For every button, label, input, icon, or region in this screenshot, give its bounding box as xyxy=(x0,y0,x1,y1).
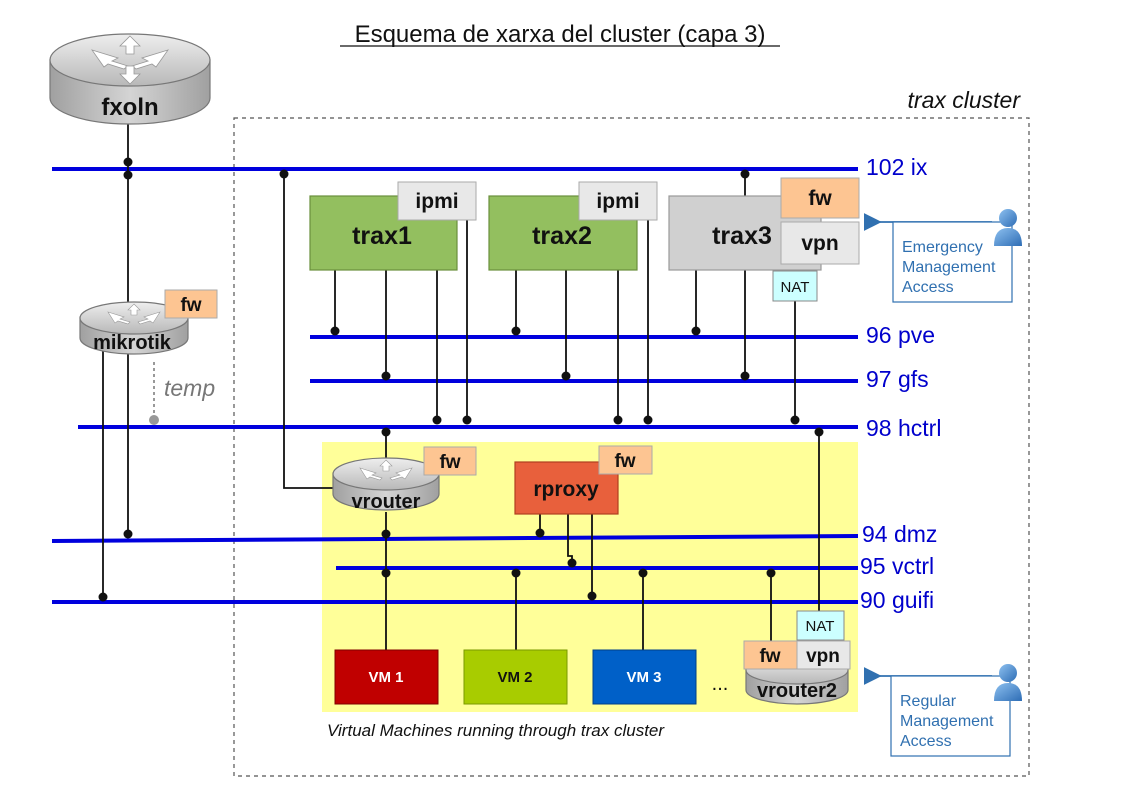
vpn-tag-trax3 xyxy=(780,221,860,265)
regular-access-line-2: Management xyxy=(900,713,994,730)
fw-tag-rproxy xyxy=(598,445,653,475)
network-line-dmz xyxy=(51,534,859,543)
host-trax3-label: trax3 xyxy=(712,222,772,250)
ipmi-tag-trax1-label: ipmi xyxy=(415,190,458,213)
host-trax2-label: trax2 xyxy=(532,222,592,250)
temp-label: temp xyxy=(164,375,215,401)
vm-label-1: VM 1 xyxy=(368,669,403,686)
vm-label-2: VM 2 xyxy=(497,669,532,686)
emergency-access-line-1: Emergency xyxy=(902,239,983,256)
fw-tag-vrouter xyxy=(423,446,477,476)
router-arrows-icon xyxy=(90,35,170,85)
nat-tag-vrouter2 xyxy=(796,610,845,641)
vpn-tag-vrouter2 xyxy=(796,640,851,670)
router-arrows-icon xyxy=(107,303,161,325)
fw-tag-rproxy-label: fw xyxy=(614,451,635,472)
nat-tag-trax3-label: NAT xyxy=(781,279,810,296)
junction-dots xyxy=(98,157,824,602)
router-mikrotik: mikrotik xyxy=(79,301,189,355)
vm-caption: Virtual Machines running through trax cl… xyxy=(327,721,665,740)
router-fxoln: fxoln xyxy=(49,33,211,125)
router-vrouter-label: vrouter xyxy=(352,491,421,513)
network-label-gfs: 97 gfs xyxy=(866,366,929,392)
network-lines xyxy=(51,167,859,604)
fw-tag-trax3-label: fw xyxy=(808,187,832,210)
user-icon xyxy=(994,209,1022,246)
regular-access-box xyxy=(890,675,1011,757)
vpn-tag-trax3-label: vpn xyxy=(801,232,838,255)
network-label-vctrl: 95 vctrl xyxy=(860,553,934,579)
network-label-pve: 96 pve xyxy=(866,322,935,348)
vm-label-3: VM 3 xyxy=(626,669,661,686)
regular-access-line-1: Regular xyxy=(900,693,957,710)
vpn-tag-vrouter2-label: vpn xyxy=(806,646,840,667)
network-label-guifi: 90 guifi xyxy=(860,587,934,613)
regular-access-line-3: Access xyxy=(900,733,952,750)
ipmi-tag-trax1 xyxy=(397,181,477,221)
router-arrows-icon xyxy=(359,459,413,481)
host-rproxy-label: rproxy xyxy=(533,478,599,501)
nat-tag-trax3 xyxy=(772,270,818,302)
host-trax1-label: trax1 xyxy=(352,222,412,250)
cluster-boundary xyxy=(233,117,1030,777)
diagram-title: Esquema de xarxa del cluster (capa 3) xyxy=(355,21,766,48)
fw-tag-mikrotik-label: fw xyxy=(180,295,201,316)
cluster-label: trax cluster xyxy=(908,87,1022,113)
user-icon xyxy=(994,664,1022,701)
fw-tag-vrouter-label: fw xyxy=(439,452,460,473)
vm-box-1 xyxy=(334,649,439,705)
nat-tag-vrouter2-label: NAT xyxy=(806,618,835,635)
router-vrouter: vrouter xyxy=(332,457,440,513)
router-mikrotik-label: mikrotik xyxy=(93,332,172,354)
vm-box-3 xyxy=(592,649,697,705)
emergency-access-line-3: Access xyxy=(902,279,954,296)
network-label-ix: 102 ix xyxy=(866,154,928,180)
router-fxoln-label: fxoln xyxy=(101,94,158,121)
router-vrouter2-label: vrouter2 xyxy=(757,680,837,702)
temp-link-dot xyxy=(149,415,159,425)
fw-tag-trax3 xyxy=(780,177,860,219)
emergency-access-box xyxy=(892,221,1013,303)
ipmi-tag-trax2-label: ipmi xyxy=(596,190,639,213)
ipmi-tag-trax2 xyxy=(578,181,658,221)
vm-ellipsis: ... xyxy=(712,673,729,695)
vm-box-2 xyxy=(463,649,568,705)
fw-tag-vrouter2-label: fw xyxy=(759,646,780,667)
network-label-hctrl: 98 hctrl xyxy=(866,415,941,441)
emergency-access-line-2: Management xyxy=(902,259,996,276)
network-label-dmz: 94 dmz xyxy=(862,521,937,547)
fw-tag-mikrotik xyxy=(164,289,218,319)
